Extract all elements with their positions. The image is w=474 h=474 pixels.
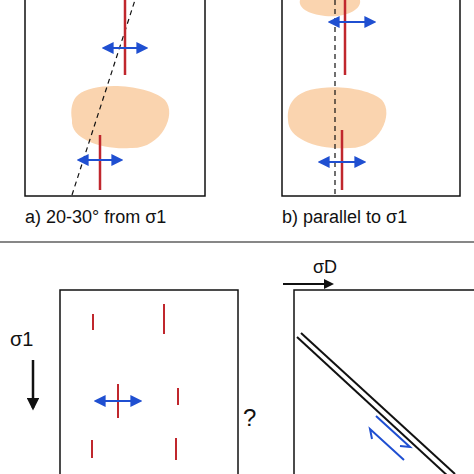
panel-frame bbox=[25, 0, 205, 196]
fracture bbox=[163, 304, 165, 334]
fracture bbox=[99, 135, 102, 190]
orange-zone bbox=[71, 86, 169, 148]
opening-arrow bbox=[320, 161, 364, 163]
panel-frame bbox=[282, 0, 460, 196]
fracture bbox=[177, 388, 179, 405]
fracture bbox=[175, 438, 177, 460]
divider bbox=[0, 241, 474, 242]
orange-zone bbox=[288, 87, 387, 148]
opening-arrow bbox=[96, 400, 140, 402]
opening-arrow bbox=[104, 47, 146, 49]
opening-arrow bbox=[330, 21, 374, 23]
question-mark: ? bbox=[243, 405, 256, 431]
fracture bbox=[344, 0, 347, 75]
fracture bbox=[124, 0, 127, 75]
fracture bbox=[92, 314, 94, 330]
dashed-trend bbox=[334, 0, 335, 196]
stress-arrow bbox=[32, 360, 35, 408]
dashed-trend bbox=[72, 0, 135, 195]
panel-frame bbox=[294, 290, 474, 474]
slip-arrow bbox=[376, 416, 410, 447]
panel-caption: b) parallel to σ1 bbox=[282, 208, 407, 228]
stress-label: σ1 bbox=[10, 328, 33, 350]
stress-arrow bbox=[283, 283, 332, 285]
fracture bbox=[91, 440, 93, 458]
panel-caption: a) 20-30° from σ1 bbox=[25, 208, 166, 228]
panel-frame bbox=[60, 290, 238, 474]
slip-arrow bbox=[370, 429, 404, 460]
fault bbox=[301, 333, 455, 474]
orange-zone bbox=[300, 0, 360, 16]
stress-label: σD bbox=[313, 258, 337, 278]
opening-arrow bbox=[79, 159, 121, 161]
fault bbox=[297, 337, 450, 474]
fracture bbox=[341, 130, 344, 190]
